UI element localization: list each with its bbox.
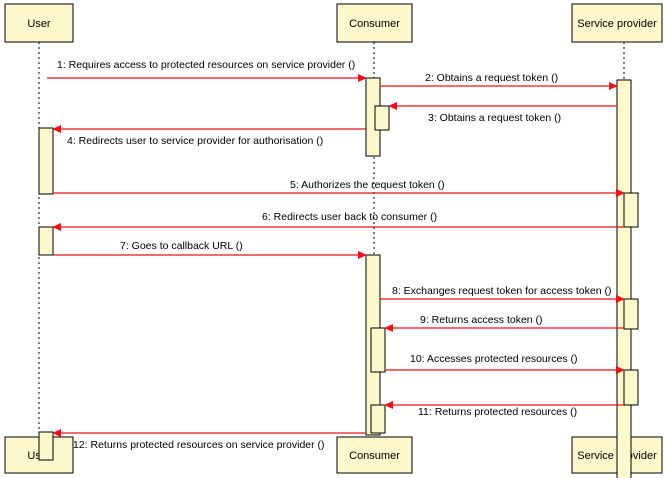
participant-name: Service provider bbox=[577, 18, 657, 30]
message-label: 3: Obtains a request token () bbox=[428, 112, 561, 124]
participant-user: User bbox=[4, 3, 74, 43]
activation-bar bbox=[38, 127, 54, 195]
message-5: 5: Authorizes the request token () bbox=[53, 179, 625, 197]
message-2: 2: Obtains a request token () bbox=[380, 72, 618, 90]
participant-consumer: Consumer bbox=[336, 3, 413, 43]
message-6: 6: Redirects user back to consumer () bbox=[52, 211, 624, 231]
activation-bar bbox=[623, 369, 639, 406]
message-label: 9: Returns access token () bbox=[420, 314, 543, 326]
message-label: 11: Returns protected resources () bbox=[418, 406, 577, 418]
message-label: 4: Redirects user to service provider fo… bbox=[67, 135, 323, 147]
activation-bar bbox=[370, 327, 386, 373]
activation-bar bbox=[623, 192, 639, 228]
message-label: 5: Authorizes the request token () bbox=[290, 179, 445, 191]
message-label: 10: Accesses protected resources () bbox=[410, 353, 578, 365]
activation-bar bbox=[370, 404, 386, 434]
activation-bar bbox=[616, 79, 632, 478]
message-8: 8: Exchanges request token for access to… bbox=[380, 285, 625, 303]
message-3: 3: Obtains a request token () bbox=[388, 102, 617, 124]
participant-service-provider: Service provider bbox=[571, 3, 663, 43]
activation-bar bbox=[38, 431, 54, 461]
participant-name: Consumer bbox=[349, 18, 400, 30]
message-11: 11: Returns protected resources () bbox=[384, 401, 624, 418]
message-1: 1: Requires access to protected resource… bbox=[47, 59, 367, 82]
message-4: 4: Redirects user to service provider fo… bbox=[52, 125, 366, 147]
message-label: 6: Redirects user back to consumer () bbox=[262, 211, 437, 223]
message-label: 2: Obtains a request token () bbox=[425, 72, 558, 84]
message-label: 1: Requires access to protected resource… bbox=[57, 59, 355, 71]
participant-consumer-footer: Consumer bbox=[336, 436, 413, 474]
activation-bar bbox=[38, 226, 54, 256]
message-label: 8: Exchanges request token for access to… bbox=[392, 285, 611, 297]
activation-bar bbox=[623, 298, 639, 330]
participant-name: Consumer bbox=[349, 450, 400, 462]
participant-name: User bbox=[27, 18, 51, 30]
message-10: 10: Accesses protected resources () bbox=[385, 353, 625, 374]
message-12: 12: Returns protected resources on servi… bbox=[52, 429, 366, 451]
message-7: 7: Goes to callback URL () bbox=[53, 240, 367, 259]
message-9: 9: Returns access token () bbox=[384, 314, 624, 332]
message-label: 7: Goes to callback URL () bbox=[120, 240, 243, 252]
activation-bar bbox=[374, 105, 390, 131]
message-label: 12: Returns protected resources on servi… bbox=[73, 439, 325, 451]
